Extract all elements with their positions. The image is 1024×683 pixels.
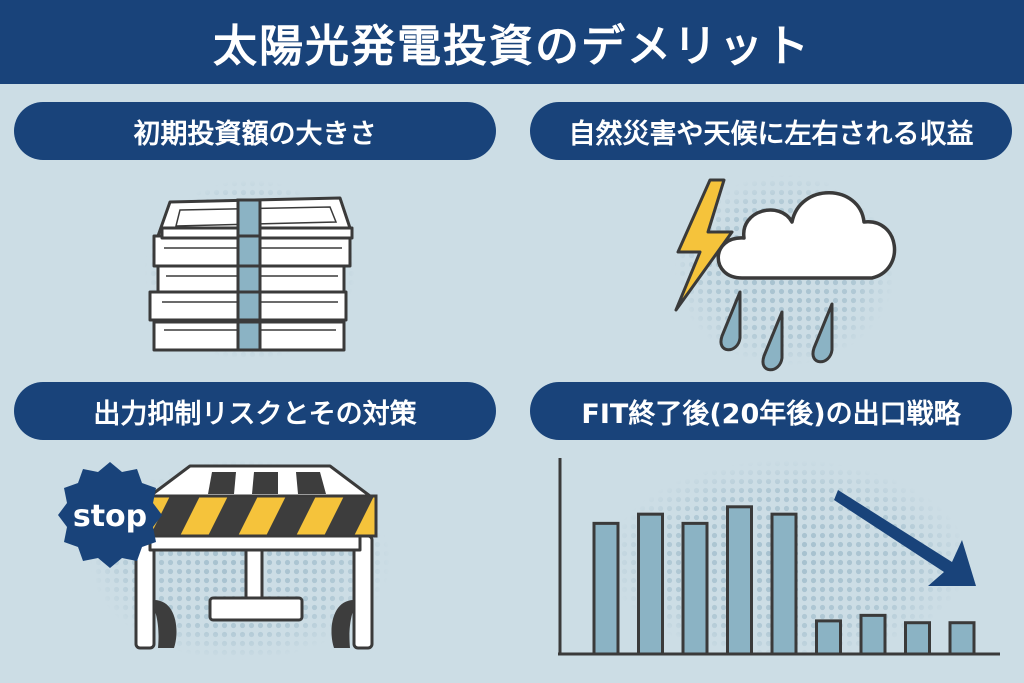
section-heading-fit-exit: FIT終了後(20年後)の出口戦略 — [530, 382, 1012, 440]
chart-bar-8 — [904, 621, 931, 656]
stop-badge: stop — [58, 462, 162, 568]
storm-cloud-icon — [674, 175, 897, 372]
barrier-stop-icon: stop — [58, 460, 390, 660]
chart-bar-9 — [948, 621, 976, 656]
page-title: 太陽光発電投資のデメリット — [213, 21, 811, 72]
money-stack-icon — [145, 180, 355, 360]
chart-bar-7 — [859, 613, 887, 656]
chart-bar-5 — [770, 512, 798, 656]
section-heading-weather-risk: 自然災害や天候に左右される収益 — [530, 102, 1012, 160]
chart-bar-3 — [681, 521, 709, 656]
down-trend-arrow-icon — [834, 490, 976, 586]
declining-bar-chart-icon — [558, 458, 1000, 660]
stop-badge-label: stop — [73, 499, 147, 534]
chart-bar-4 — [726, 505, 753, 656]
section-heading-output-curtailment: 出力抑制リスクとその対策 — [14, 382, 496, 440]
chart-bar-1 — [592, 521, 620, 656]
page-title-bar: 太陽光発電投資のデメリット — [0, 0, 1024, 84]
chart-bar-6 — [815, 619, 842, 656]
section-heading-initial-cost: 初期投資額の大きさ — [14, 102, 496, 160]
chart-bar-2 — [637, 512, 664, 656]
lightning-bolt-icon — [674, 178, 734, 312]
